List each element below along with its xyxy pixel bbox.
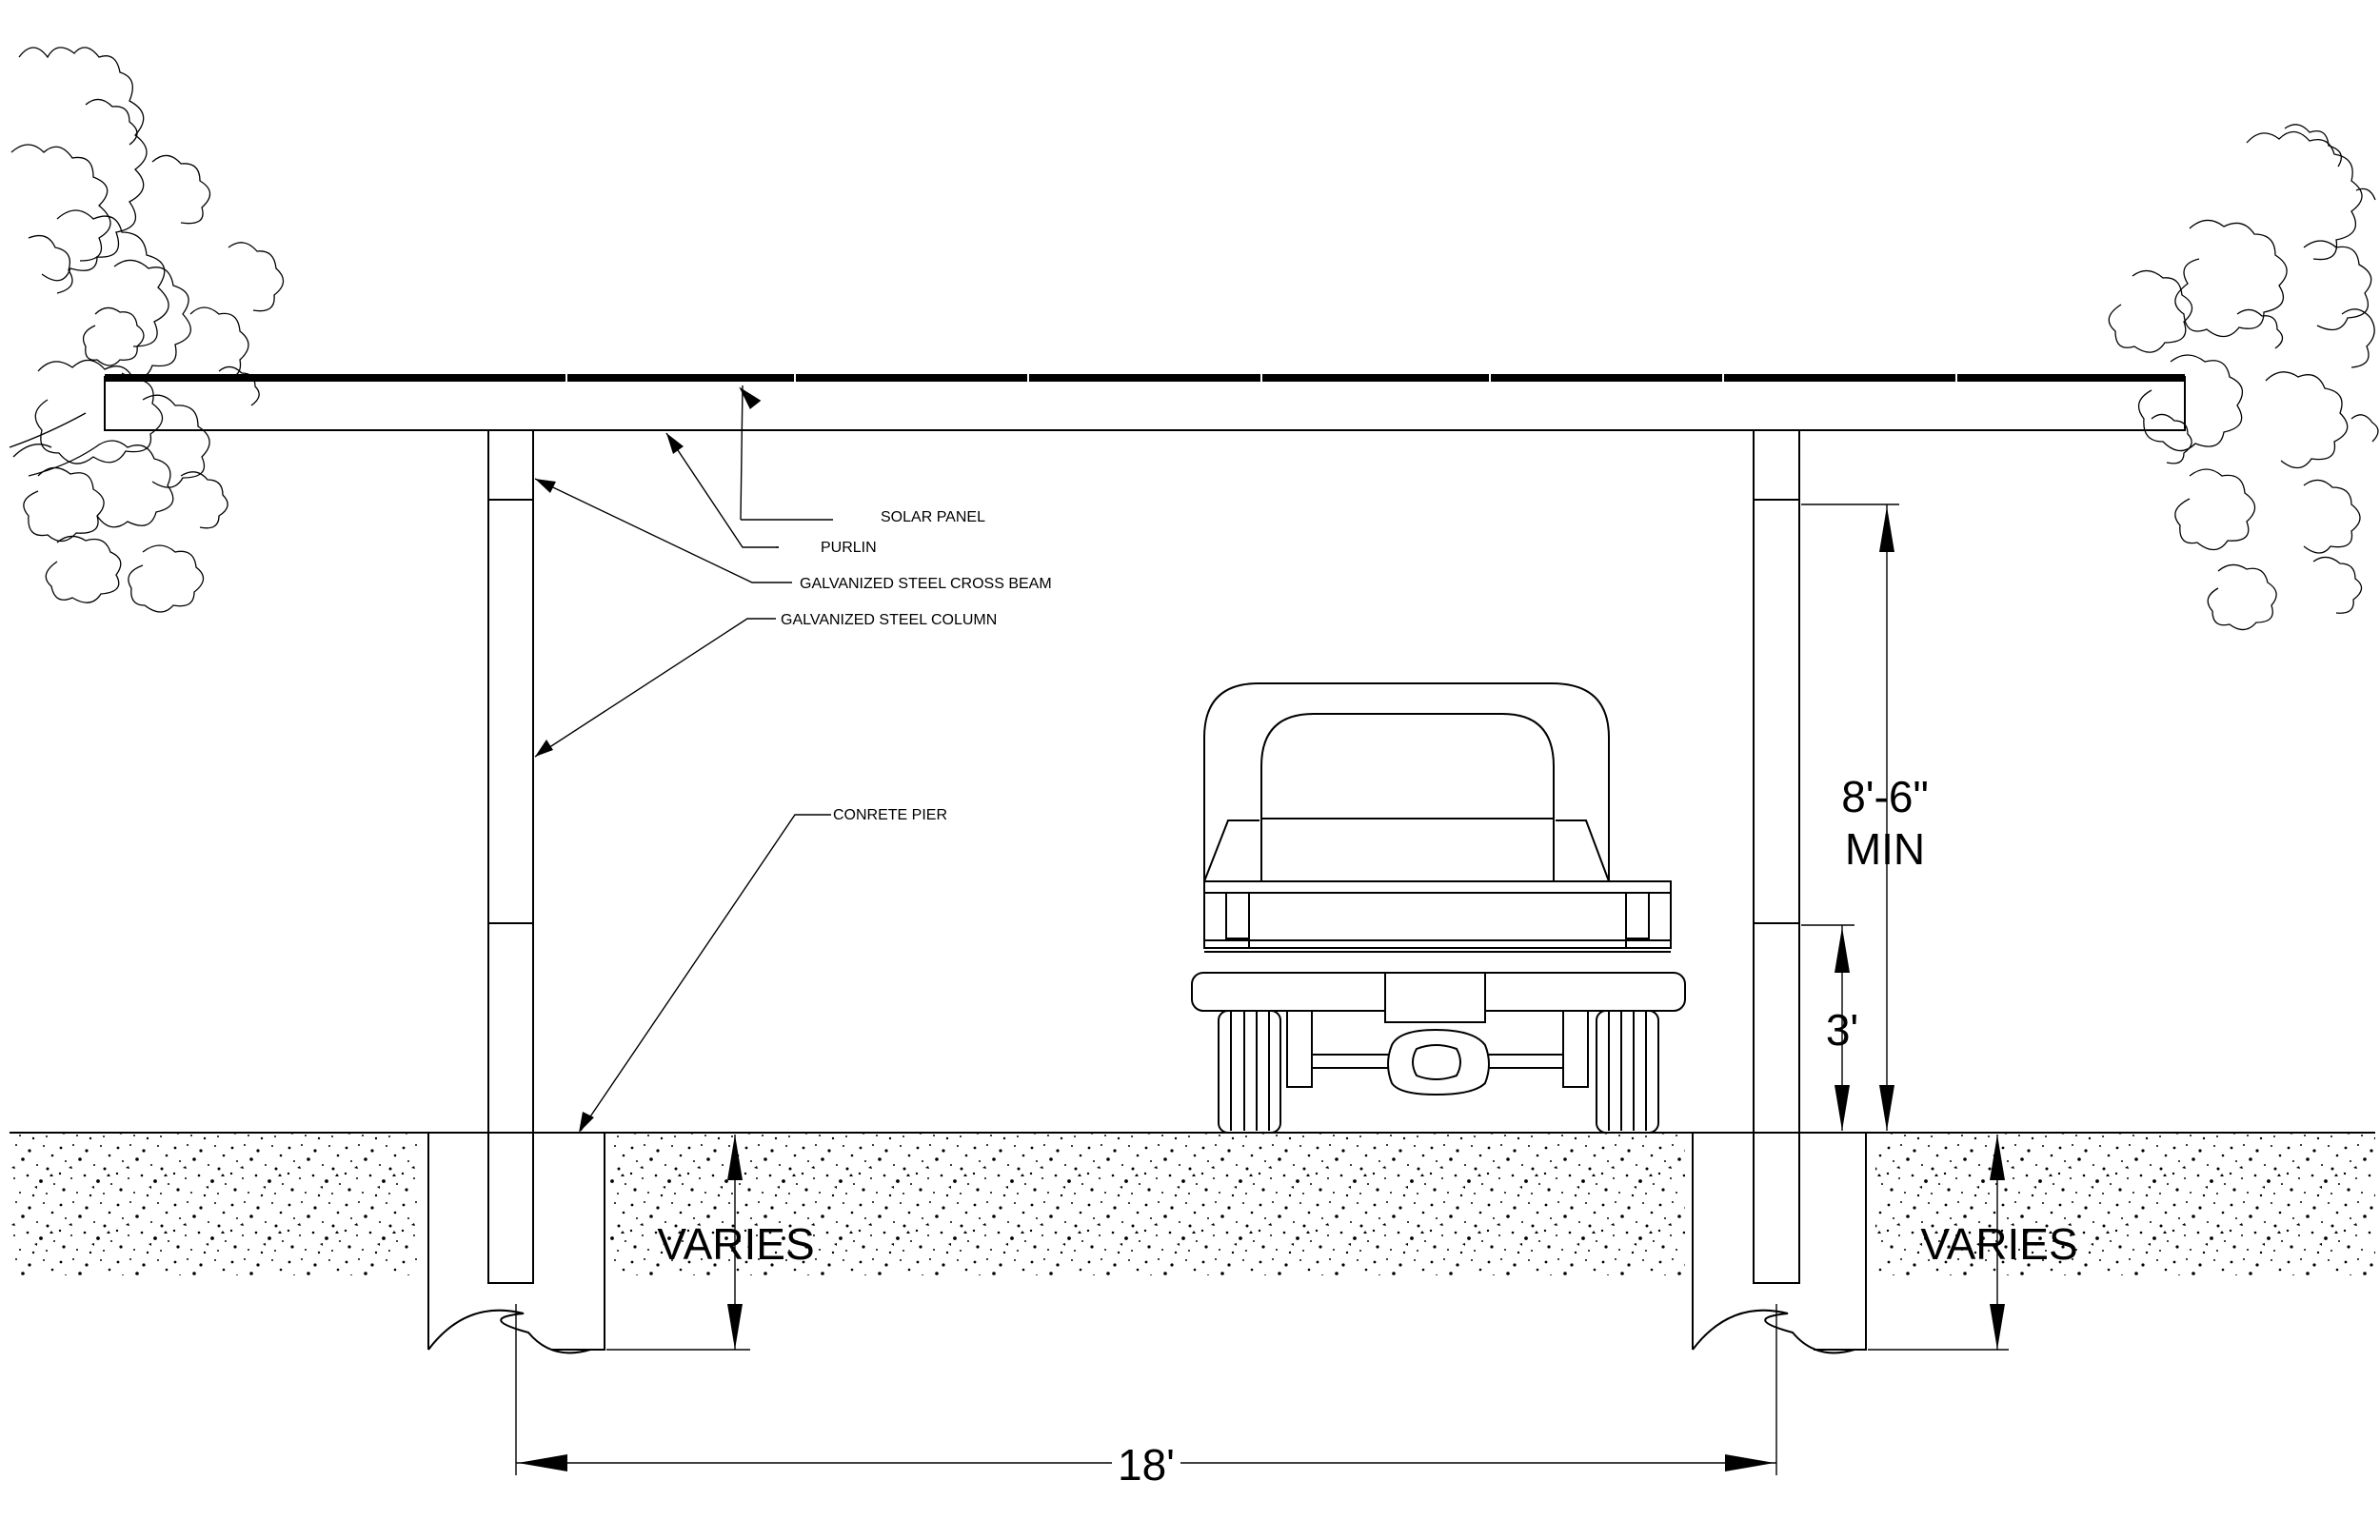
left-tree: [9, 47, 285, 613]
left-concrete-pier: [487, 922, 534, 1284]
callout-pier: CONRETE PIER: [833, 807, 947, 823]
solar-panel-strip: [105, 374, 2185, 382]
dimension-pier-height: [1801, 924, 1854, 1131]
right-concrete-pier: [1753, 922, 1800, 1284]
right-tree: [2108, 124, 2379, 631]
dimension-span-label: 18': [1118, 1440, 1175, 1490]
callout-column: GALVANIZED STEEL COLUMN: [781, 612, 997, 628]
dimension-span: [515, 1304, 1777, 1475]
dimension-depth-left: [606, 1135, 750, 1351]
dimension-depth-right-label: VARIES: [1920, 1219, 2077, 1269]
callout-cross-beam: GALVANIZED STEEL CROSS BEAM: [800, 576, 1052, 592]
callout-arrowheads: [535, 386, 762, 1133]
callout-purlin: PURLIN: [821, 540, 877, 556]
right-steel-column: [1753, 429, 1800, 924]
pier-excavations: [427, 1133, 1867, 1354]
dimension-clearance-min-label: MIN: [1845, 824, 1925, 874]
left-steel-column: [487, 429, 534, 924]
dimension-depth-right: [1868, 1135, 2009, 1351]
dimension-pier-height-label: 3': [1826, 1005, 1858, 1055]
dimension-clearance-label: 8'-6": [1841, 772, 1929, 821]
dimension-clearance: [1801, 503, 1899, 1131]
ground-soil: [10, 1132, 2375, 1275]
callout-solar-panel: SOLAR PANEL: [881, 509, 985, 525]
callout-leaders: [534, 385, 833, 1132]
dimension-depth-left-label: VARIES: [657, 1219, 814, 1269]
roof-structure: [104, 373, 2186, 431]
pickup-truck: [1191, 682, 1686, 1134]
